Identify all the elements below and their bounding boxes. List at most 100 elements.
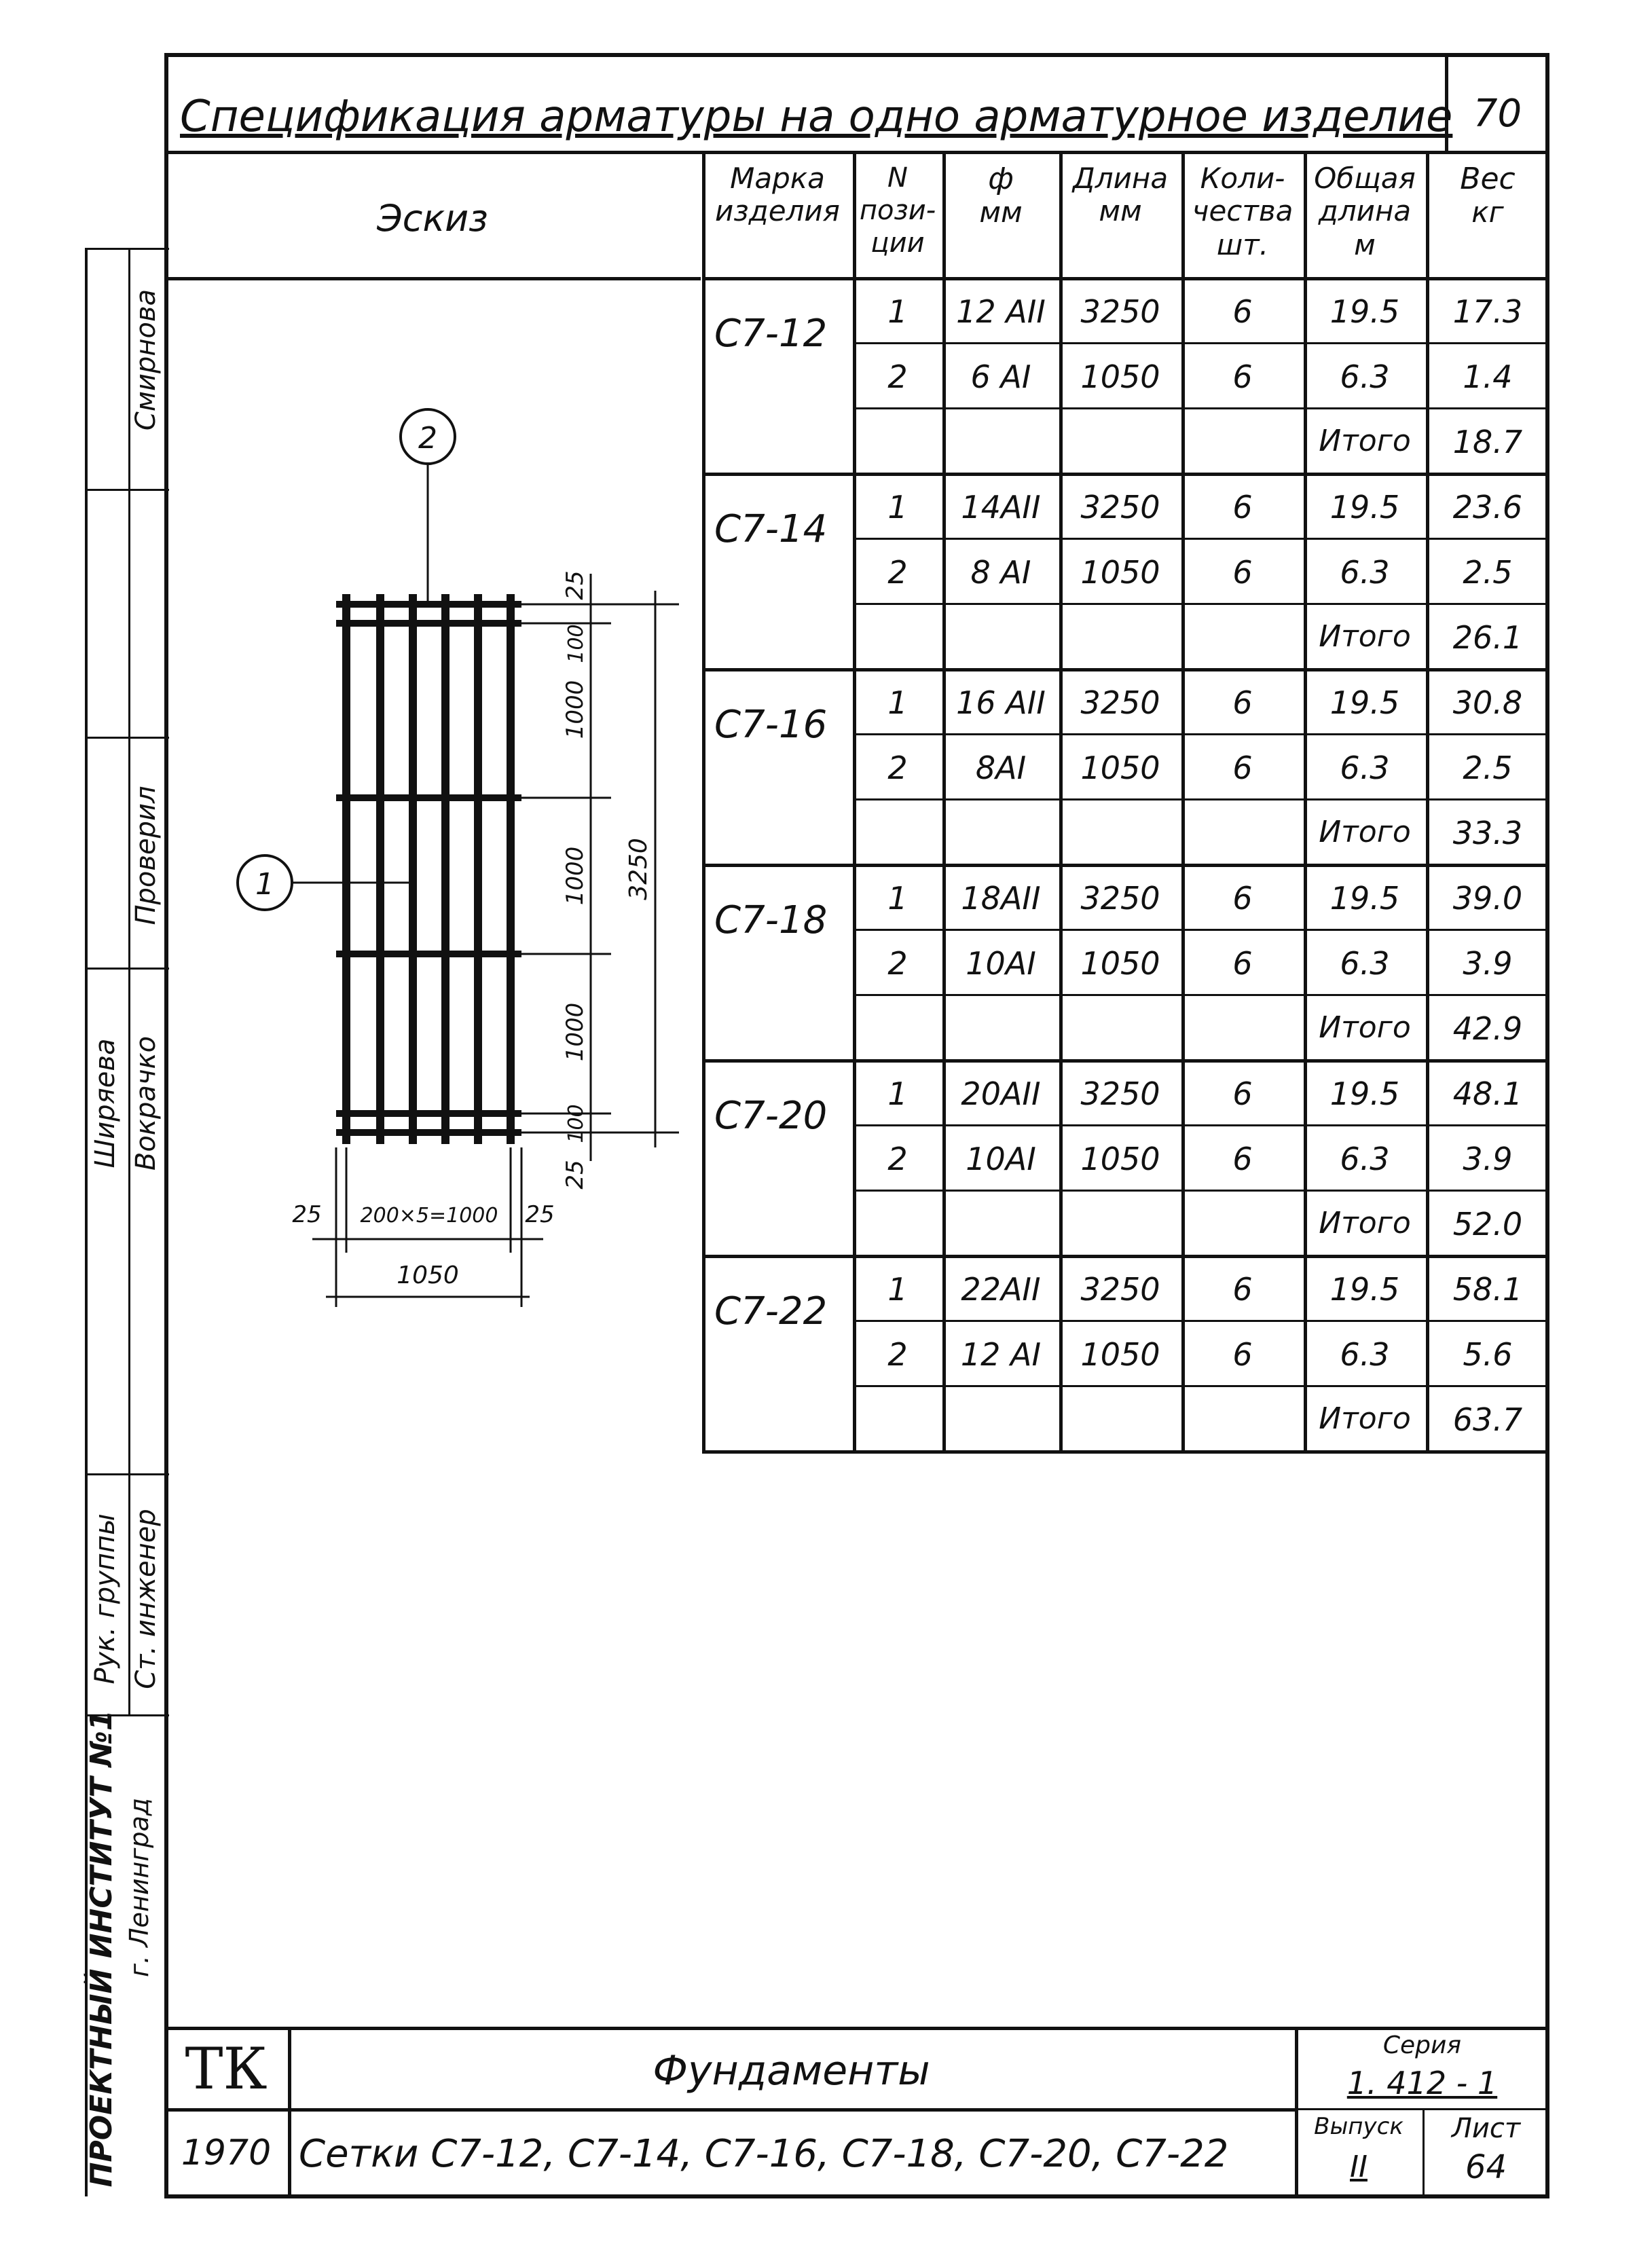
table-col-line bbox=[853, 151, 856, 1450]
position-number: 2 bbox=[887, 554, 908, 591]
total-len-header-2: длина bbox=[1318, 194, 1412, 227]
dim-1050: 1050 bbox=[397, 1262, 459, 1289]
stamp-name-shiryaeva: Ширяева bbox=[90, 1038, 121, 1168]
weight-kg: 58.1 bbox=[1452, 1271, 1523, 1308]
table-col-line bbox=[1304, 151, 1307, 1450]
bar-quantity: 6 bbox=[1232, 1271, 1253, 1308]
sheet-description: Сетки С7-12, С7-14, С7-16, С7-18, С7-20,… bbox=[299, 2132, 1229, 2176]
row-divider bbox=[853, 994, 1549, 996]
dim-25-top: 25 bbox=[562, 570, 589, 600]
side-stamp bbox=[85, 248, 169, 2196]
bar-diameter: 10AI bbox=[966, 945, 1036, 982]
total-label: Итого bbox=[1319, 815, 1411, 849]
weight-kg: 5.6 bbox=[1463, 1336, 1513, 1373]
product-mark: С7-14 bbox=[714, 507, 828, 551]
bar-quantity: 6 bbox=[1232, 358, 1253, 395]
series-label: Серия bbox=[1382, 2031, 1462, 2059]
weight-header-2: кг bbox=[1471, 196, 1504, 229]
stamp-city: г. Ленинград bbox=[124, 1797, 154, 1978]
length-header-2: мм bbox=[1099, 194, 1142, 227]
bar-length: 3250 bbox=[1080, 684, 1160, 721]
position-number: 2 bbox=[887, 1336, 908, 1373]
table-col-line bbox=[1426, 151, 1429, 1450]
bar-diameter: 14AII bbox=[961, 489, 1041, 526]
total-length: 19.5 bbox=[1329, 1271, 1400, 1308]
stamp-group-head: Рук. группы bbox=[90, 1513, 121, 1684]
position-number: 1 bbox=[887, 1075, 908, 1112]
issue-label: Выпуск bbox=[1314, 2113, 1403, 2140]
stamp-name-vokrachko: Вокрачко bbox=[130, 1035, 162, 1171]
row-divider bbox=[853, 1190, 1549, 1192]
position-number: 2 bbox=[887, 358, 908, 395]
stamp-senior-engineer: Ст. инженер bbox=[130, 1509, 162, 1689]
dim-spacing: 200×5=1000 bbox=[361, 1204, 498, 1228]
group-divider bbox=[702, 1255, 1549, 1258]
total-length: 6.3 bbox=[1340, 750, 1390, 786]
table-col-line bbox=[1181, 151, 1185, 1450]
total-length: 6.3 bbox=[1340, 945, 1390, 982]
total-weight: 42.9 bbox=[1452, 1010, 1523, 1047]
bar-quantity: 6 bbox=[1232, 750, 1253, 786]
group-divider bbox=[702, 473, 1549, 476]
pos-header-2: пози- bbox=[859, 195, 936, 226]
bar-length: 1050 bbox=[1080, 554, 1160, 591]
row-divider bbox=[853, 1320, 1549, 1322]
position-number: 2 bbox=[887, 750, 908, 786]
total-length: 19.5 bbox=[1329, 293, 1400, 330]
row-divider bbox=[853, 929, 1549, 931]
group-divider bbox=[702, 277, 1549, 280]
bar-diameter: 18AII bbox=[961, 880, 1041, 917]
total-label: Итого bbox=[1319, 619, 1411, 654]
row-divider bbox=[853, 733, 1549, 735]
bar-diameter: 10AI bbox=[966, 1141, 1036, 1177]
position-number: 2 bbox=[887, 1141, 908, 1177]
bar-length: 1050 bbox=[1080, 750, 1160, 786]
dim-100-top: 100 bbox=[564, 624, 588, 663]
qty-header-1: Коли- bbox=[1200, 162, 1285, 195]
bar-length: 3250 bbox=[1080, 293, 1160, 330]
table-col-line bbox=[1059, 151, 1063, 1450]
mark-header-2: изделия bbox=[715, 194, 840, 227]
bar-diameter: 12 AII bbox=[956, 293, 1046, 330]
bar-diameter: 8 AI bbox=[970, 554, 1031, 591]
table-col-line bbox=[942, 151, 946, 1450]
total-len-header-3: м bbox=[1354, 228, 1376, 261]
table-header-top bbox=[702, 151, 1549, 154]
weight-kg: 3.9 bbox=[1463, 945, 1513, 982]
row-divider bbox=[853, 407, 1549, 409]
bar-length: 3250 bbox=[1080, 489, 1160, 526]
weight-kg: 39.0 bbox=[1452, 880, 1523, 917]
table-col-line bbox=[702, 151, 705, 1450]
bar-diameter: 6 AI bbox=[970, 358, 1031, 395]
bar-quantity: 6 bbox=[1232, 489, 1253, 526]
sketch-header: Эскиз bbox=[377, 197, 488, 240]
dim-1000-b: 1000 bbox=[562, 847, 589, 906]
weight-kg: 17.3 bbox=[1452, 293, 1523, 330]
weight-header-1: Вес bbox=[1460, 162, 1516, 196]
bar-quantity: 6 bbox=[1232, 1075, 1253, 1112]
sheet-number-bottom: 64 bbox=[1465, 2148, 1507, 2186]
pos-header-1: N bbox=[887, 162, 908, 194]
bar-quantity: 6 bbox=[1232, 880, 1253, 917]
length-header-1: Длина bbox=[1072, 162, 1169, 195]
product-mark: С7-20 bbox=[714, 1094, 828, 1138]
title-divider bbox=[1445, 53, 1448, 151]
bar-diameter: 8AI bbox=[975, 750, 1027, 786]
spec-title: Спецификация арматуры на одно арматурное… bbox=[180, 92, 1453, 142]
bar-diameter: 22AII bbox=[961, 1271, 1041, 1308]
total-weight: 26.1 bbox=[1452, 619, 1523, 656]
bar-length: 3250 bbox=[1080, 1075, 1160, 1112]
total-weight: 33.3 bbox=[1452, 815, 1523, 851]
dim-1000-c: 1000 bbox=[562, 1003, 589, 1062]
bar-quantity: 6 bbox=[1232, 293, 1253, 330]
total-label: Итого bbox=[1319, 1401, 1411, 1436]
weight-kg: 2.5 bbox=[1463, 554, 1513, 591]
total-length: 19.5 bbox=[1329, 1075, 1400, 1112]
bar-length: 3250 bbox=[1080, 1271, 1160, 1308]
bar-length: 1050 bbox=[1080, 1141, 1160, 1177]
sheet-number: 70 bbox=[1473, 92, 1522, 136]
qty-header-2: чества bbox=[1192, 194, 1293, 227]
dim-100-bottom: 100 bbox=[564, 1104, 588, 1143]
weight-kg: 3.9 bbox=[1463, 1141, 1513, 1177]
position-number: 1 bbox=[887, 880, 908, 917]
